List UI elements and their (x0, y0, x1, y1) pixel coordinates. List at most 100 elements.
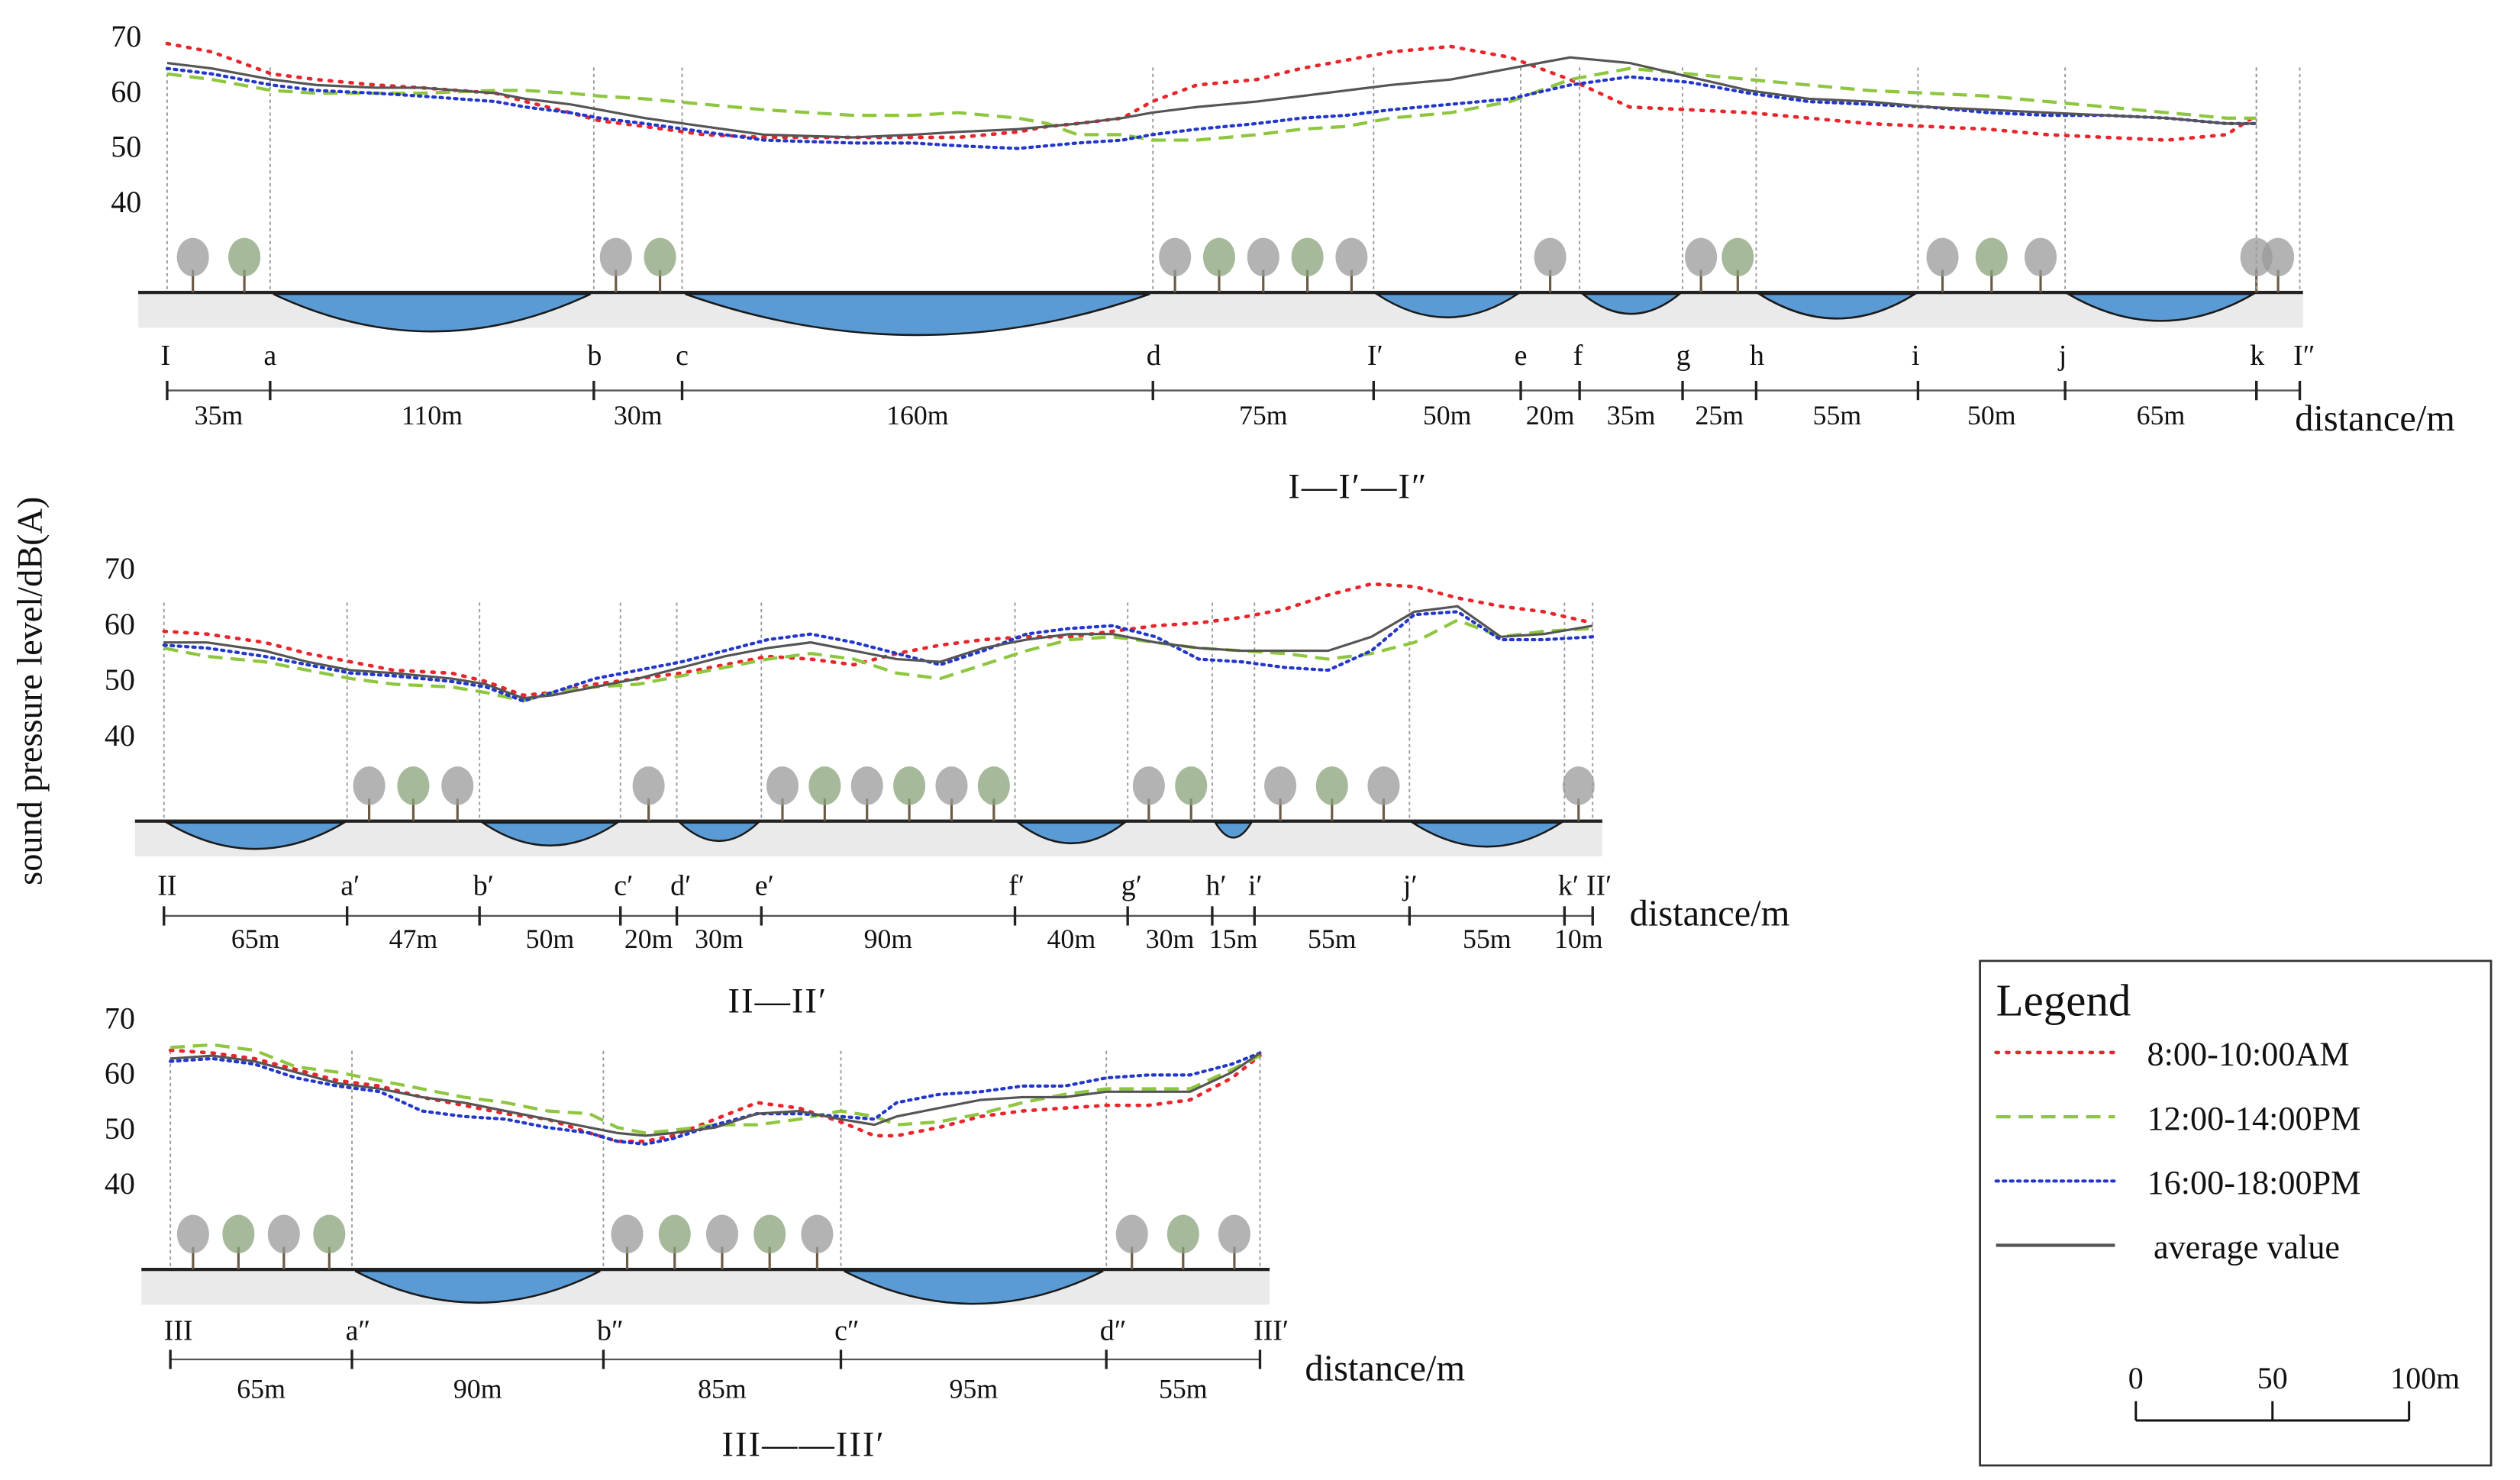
water-basin (1409, 821, 1565, 848)
tree-crown-icon (705, 1214, 739, 1254)
section-point-label: e′ (755, 870, 774, 902)
series-line-afternoon (162, 610, 1595, 703)
section-point-label: k′ (1558, 870, 1579, 902)
water-basin (1756, 292, 1918, 320)
tree-crown-icon (1367, 766, 1400, 805)
section-point-label: e (1515, 340, 1528, 372)
y-tick-label: 50 (105, 1111, 135, 1146)
segment-length-label: 50m (1967, 400, 2016, 430)
section-title: II—II′ (728, 982, 828, 1021)
y-tick-label: 60 (105, 607, 135, 641)
segment-length-label: 90m (864, 924, 913, 954)
section-point-label: c″ (834, 1315, 860, 1347)
tree-crown-icon (1175, 766, 1208, 805)
guide-lines (166, 67, 2301, 289)
legend-item-label: 12:00-14:00PM (2147, 1100, 2361, 1137)
y-tick-label: 50 (111, 130, 141, 164)
y-tick-label: 60 (111, 74, 141, 108)
series-line-average (166, 56, 2257, 139)
tree-crown-icon (441, 766, 474, 805)
series-line-noon (166, 66, 2257, 142)
section-point-label: b′ (473, 870, 494, 902)
series-lines (168, 1043, 1262, 1146)
y-tick-label: 50 (105, 663, 135, 697)
section-point-label: d″ (1100, 1315, 1127, 1347)
tree-crown-icon (1562, 766, 1595, 805)
segment-length-label: 65m (2137, 400, 2186, 430)
tree-crown-icon (1247, 237, 1279, 277)
segment-length-label: 75m (1239, 400, 1288, 430)
tree-crown-icon (753, 1214, 786, 1254)
tree-crown-icon (1218, 1214, 1250, 1254)
legend-box (1979, 959, 2493, 1467)
segment-length-label: 55m (1813, 400, 1862, 430)
section-point-label: l (2250, 340, 2258, 372)
tree-crown-icon (228, 237, 261, 277)
tree-crown-icon (1685, 237, 1718, 277)
y-axis-label: sound pressure level/dB(A) (11, 497, 50, 885)
water-basin (354, 1269, 601, 1304)
segment-length-label: 20m (624, 924, 673, 954)
section-point-label: I′ (1367, 340, 1383, 372)
section-point-label: III′ (1254, 1315, 1289, 1347)
section-point-label: g′ (1121, 870, 1142, 902)
section-title: III——III′ (722, 1425, 886, 1464)
tree-crown-icon (267, 1214, 300, 1254)
series-line-afternoon (165, 66, 2258, 150)
tree-crown-icon (611, 1214, 644, 1254)
tree-crown-icon (1159, 237, 1192, 277)
section-point-label: k (2250, 340, 2264, 372)
segment-length-label: 10m (1554, 924, 1603, 954)
tree-crown-icon (1335, 237, 1368, 277)
y-tick-label: 40 (105, 718, 135, 753)
tree-crown-icon (935, 766, 968, 805)
tree-crown-icon (1926, 237, 1959, 277)
section-title: I—I′—I″ (1288, 468, 1428, 507)
segment-length-label: 55m (1463, 924, 1512, 954)
tree-crown-icon (1115, 1214, 1148, 1254)
segment-length-label: 35m (1607, 400, 1656, 430)
scale-bar-label: 50 (2257, 1361, 2288, 1395)
tree-crown-icon (977, 766, 1010, 805)
y-tick-label: 70 (111, 19, 141, 53)
water-basin (1213, 821, 1254, 839)
series-line-morning (168, 1048, 1262, 1143)
tree-crown-icon (176, 1214, 209, 1254)
segment-length-label: 65m (231, 924, 280, 954)
series-line-average (170, 1052, 1261, 1137)
section-point-label: a (263, 340, 276, 372)
section-point-label: b (587, 340, 602, 372)
section-point-label: i (1912, 340, 1920, 372)
water-basin (2064, 292, 2257, 322)
vegetation (353, 766, 1595, 821)
section-point-label: c (676, 340, 689, 372)
section-point-label: j′ (1402, 870, 1418, 902)
tree-crown-icon (313, 1214, 346, 1254)
distance-axis-title: distance/m (1630, 894, 1790, 934)
water-basin (677, 821, 761, 843)
legend-item-label: 16:00-18:00PM (2147, 1164, 2361, 1201)
series-line-morning (165, 41, 2259, 142)
legend-items: 8:00-10:00AM12:00-14:00PM16:00-18:00PMav… (1994, 1036, 2361, 1266)
series-line-morning (162, 582, 1595, 698)
terrain-section (138, 291, 2303, 337)
series-line-noon (170, 1043, 1261, 1135)
section-point-label: II′ (1586, 870, 1612, 902)
section-point-label: d′ (670, 870, 691, 902)
terrain-section (141, 1268, 1270, 1305)
water-basin (1373, 292, 1521, 318)
segment-length-label: 90m (453, 1374, 502, 1404)
section-point-label: g (1676, 340, 1691, 372)
y-tick-label: 40 (105, 1166, 135, 1201)
tree-crown-icon (1166, 1214, 1199, 1254)
section-point-label: f (1573, 340, 1583, 372)
legend-title: Legend (1996, 975, 2131, 1025)
legend-item-label: 8:00-10:00AM (2147, 1036, 2350, 1073)
tree-crown-icon (850, 766, 883, 805)
tree-crown-icon (1975, 237, 2008, 277)
tree-crown-icon (766, 766, 799, 805)
